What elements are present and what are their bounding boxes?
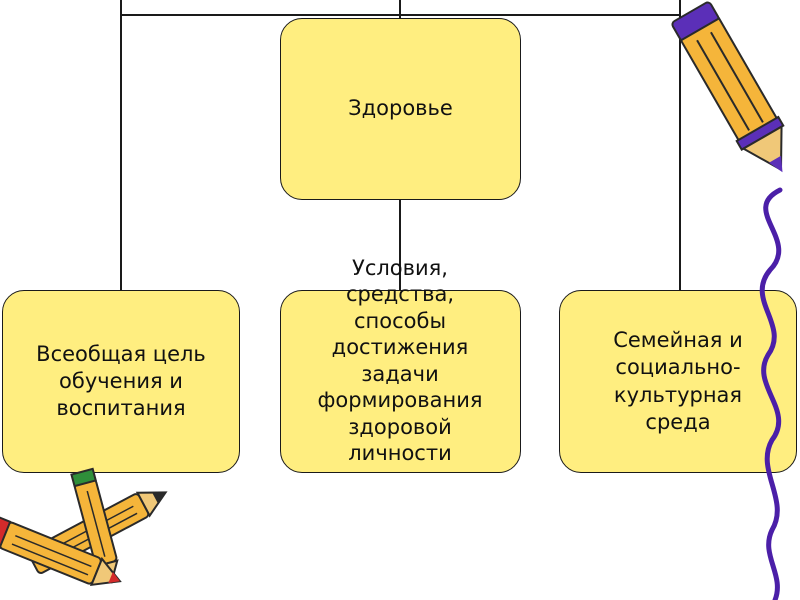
crayons-icon — [0, 469, 172, 594]
squiggle-line — [762, 190, 780, 600]
pencil-icon — [669, 0, 800, 184]
